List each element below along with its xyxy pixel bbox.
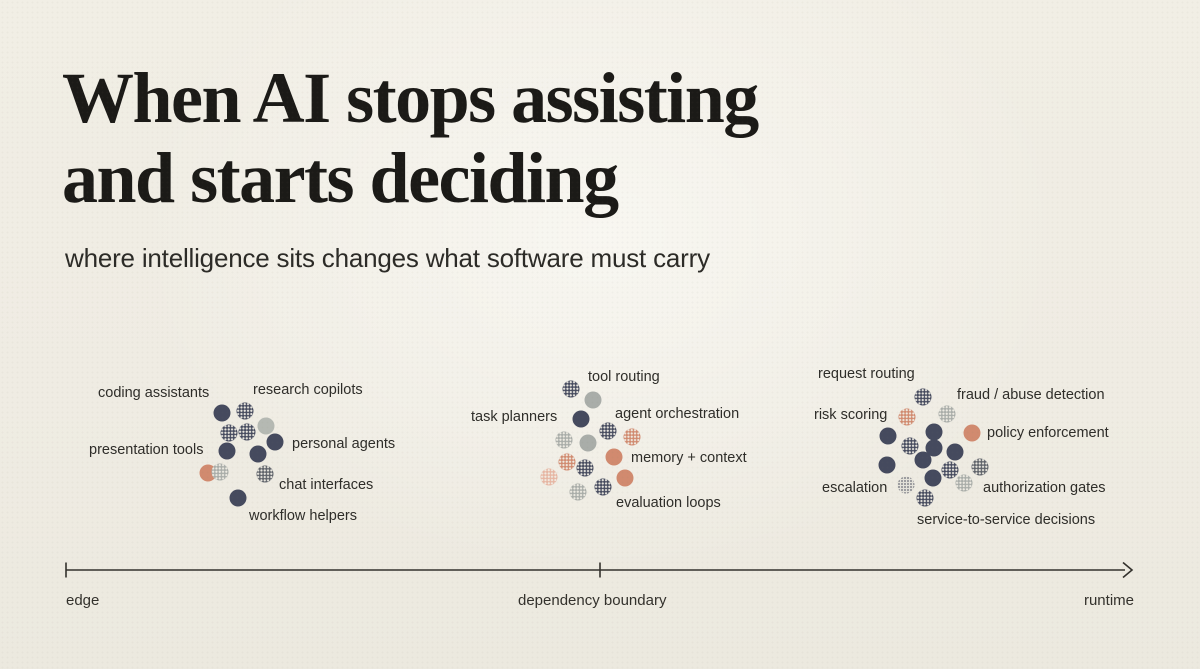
cluster-dot bbox=[914, 451, 932, 469]
cluster-label: fraud / abuse detection bbox=[957, 387, 1105, 403]
timeline-axis bbox=[65, 561, 1134, 579]
cluster-dot bbox=[555, 431, 573, 449]
page-title-line2: and starts deciding bbox=[62, 138, 619, 218]
cluster-dot bbox=[914, 388, 932, 406]
cluster-dot bbox=[256, 465, 274, 483]
cluster-dot bbox=[218, 442, 236, 460]
cluster-dot bbox=[238, 423, 256, 441]
cluster-dot bbox=[878, 456, 896, 474]
cluster-label: tool routing bbox=[588, 369, 660, 385]
cluster-dot bbox=[558, 453, 576, 471]
cluster-label: coding assistants bbox=[98, 385, 210, 401]
cluster-dot bbox=[562, 380, 580, 398]
cluster-dot bbox=[229, 489, 247, 507]
page-subtitle: where intelligence sits changes what sof… bbox=[65, 243, 710, 273]
cluster-dot bbox=[938, 405, 956, 423]
axis-label-runtime: runtime bbox=[1083, 592, 1134, 609]
page-title-line1: When AI stops assisting bbox=[62, 58, 759, 138]
cluster-label: agent orchestration bbox=[615, 406, 740, 422]
cluster-dot bbox=[572, 410, 590, 428]
cluster-dot bbox=[946, 443, 964, 461]
cluster-dot bbox=[616, 469, 634, 487]
cluster-label: chat interfaces bbox=[279, 477, 374, 493]
cluster-label: personal agents bbox=[292, 436, 396, 452]
cluster-dot bbox=[971, 458, 989, 476]
cluster-dot bbox=[257, 417, 275, 435]
cluster-dot bbox=[569, 483, 587, 501]
cluster-label: escalation bbox=[822, 480, 888, 496]
cluster-label: policy enforcement bbox=[987, 425, 1109, 441]
cluster-dot bbox=[925, 439, 943, 457]
cluster-dot bbox=[540, 468, 558, 486]
cluster-dot bbox=[213, 404, 231, 422]
cluster-dot bbox=[220, 424, 238, 442]
cluster-dot bbox=[897, 476, 915, 494]
cluster-label: request routing bbox=[818, 366, 915, 382]
cluster-dot bbox=[955, 474, 973, 492]
cluster-dot bbox=[236, 402, 254, 420]
axis-label-dependency-boundary: dependency boundary bbox=[518, 592, 667, 609]
cluster-dot bbox=[623, 428, 641, 446]
cluster-dot bbox=[898, 408, 916, 426]
cluster-dot bbox=[925, 423, 943, 441]
cluster-label: memory + context bbox=[631, 450, 747, 466]
cluster-dot bbox=[901, 437, 919, 455]
page-title: When AI stops assisting and starts decid… bbox=[62, 58, 759, 218]
cluster-dot bbox=[266, 433, 284, 451]
cluster-label: authorization gates bbox=[983, 480, 1106, 496]
cluster-dot bbox=[249, 445, 267, 463]
axis-arrowhead-icon bbox=[1122, 561, 1134, 579]
cluster-dot bbox=[594, 478, 612, 496]
cluster-dot bbox=[599, 422, 617, 440]
cluster-dot bbox=[579, 434, 597, 452]
cluster-label: presentation tools bbox=[89, 442, 204, 458]
cluster-dot bbox=[916, 489, 934, 507]
cluster-dot bbox=[584, 391, 602, 409]
cluster-label: workflow helpers bbox=[249, 508, 357, 524]
cluster-dot bbox=[879, 427, 897, 445]
cluster-label: service-to-service decisions bbox=[917, 512, 1096, 528]
cluster-label: risk scoring bbox=[814, 407, 888, 423]
cluster-dot bbox=[924, 469, 942, 487]
cluster-dot bbox=[963, 424, 981, 442]
cluster-dot bbox=[211, 463, 229, 481]
cluster-dot bbox=[576, 459, 594, 477]
cluster-label: task planners bbox=[471, 409, 558, 425]
cluster-dot bbox=[605, 448, 623, 466]
cluster-label: research copilots bbox=[253, 382, 363, 398]
axis-label-edge: edge bbox=[66, 592, 100, 609]
cluster-label: evaluation loops bbox=[616, 495, 721, 511]
cluster-dot bbox=[941, 461, 959, 479]
